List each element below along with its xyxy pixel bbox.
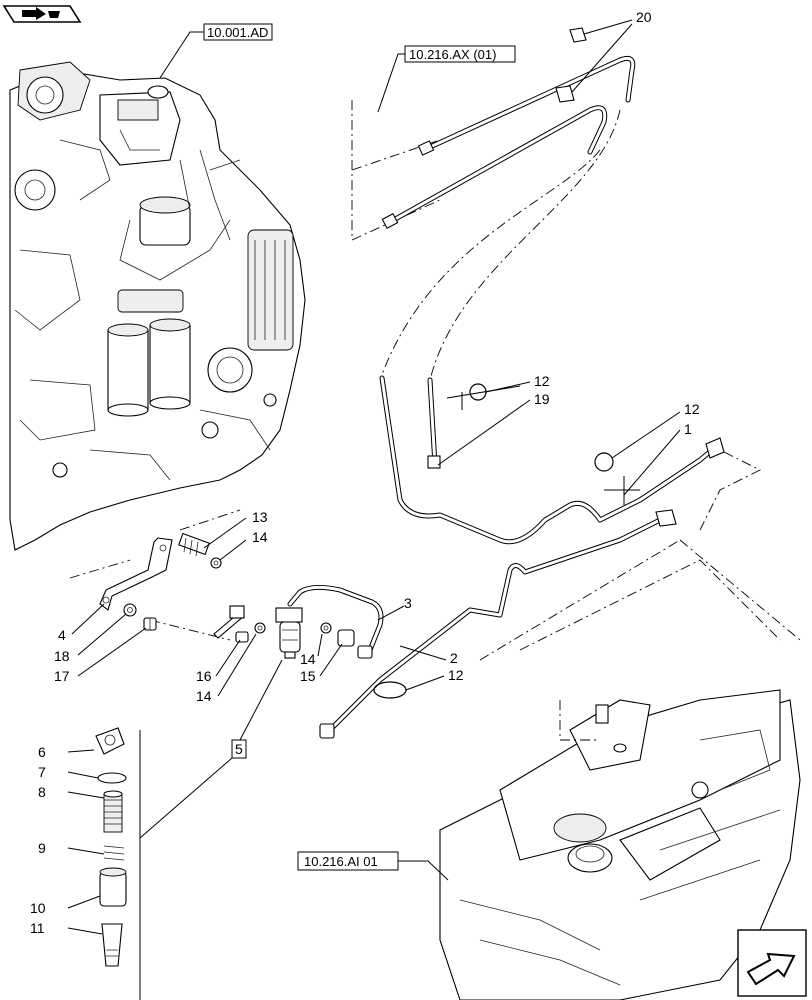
ref-tank[interactable]: 10.216.AI 01	[297, 851, 399, 871]
ref-hose-kit-label: 10.216.AX (01)	[409, 47, 496, 62]
callout-12b: 12	[684, 401, 700, 417]
callout-14b: 14	[196, 688, 212, 704]
ref-engine-label: 10.001.AD	[207, 25, 268, 40]
callout-17: 17	[54, 668, 70, 684]
bolt-17	[143, 617, 157, 631]
callout-19: 19	[534, 391, 550, 407]
return-hose-upper	[381, 27, 636, 229]
callout-4: 4	[58, 627, 66, 643]
banjo-fitting	[213, 605, 245, 639]
callout-3: 3	[404, 595, 412, 611]
hose-kit-ref[interactable]: 10.216.AX (01)	[404, 45, 516, 63]
callout-14c: 14	[300, 651, 316, 667]
callout-8: 8	[38, 784, 46, 800]
spring-9	[103, 845, 125, 861]
bowl-10	[99, 867, 127, 907]
callout-18: 18	[54, 648, 70, 664]
book-arrow-icon[interactable]	[2, 5, 82, 23]
ref-item-5[interactable]: 5	[231, 739, 247, 759]
fuel-hose-assembly	[379, 375, 725, 545]
callout-9: 9	[38, 840, 46, 856]
fuel-tank	[439, 689, 801, 1000]
engine-illustration	[9, 61, 306, 551]
sensor-11	[101, 923, 123, 967]
callout-2: 2	[450, 650, 458, 666]
callout-10: 10	[30, 900, 46, 916]
fuel-pipe-3	[287, 584, 384, 659]
callout-1: 1	[684, 421, 692, 437]
filter-head-6	[95, 727, 125, 755]
callout-7: 7	[38, 764, 46, 780]
fitting-13	[178, 532, 210, 557]
callout-5: 5	[235, 741, 243, 757]
callout-15: 15	[300, 668, 316, 684]
fuel-pipe-2	[319, 509, 677, 739]
callout-6: 6	[38, 744, 46, 760]
fuel-filter-assembly	[275, 607, 303, 659]
filter-element-8	[103, 790, 123, 833]
callout-13: 13	[252, 509, 268, 525]
callout-14a: 14	[252, 529, 268, 545]
callout-12a: 12	[534, 373, 550, 389]
next-page-arrow-icon[interactable]	[737, 929, 807, 997]
callout-16: 16	[196, 668, 212, 684]
callout-20: 20	[636, 9, 652, 25]
mounting-bracket	[99, 537, 173, 611]
ref-tank-label: 10.216.AI 01	[304, 854, 378, 869]
callout-11: 11	[30, 920, 45, 936]
ref-engine[interactable]: 10.001.AD	[203, 23, 273, 41]
callout-12c: 12	[448, 667, 464, 683]
